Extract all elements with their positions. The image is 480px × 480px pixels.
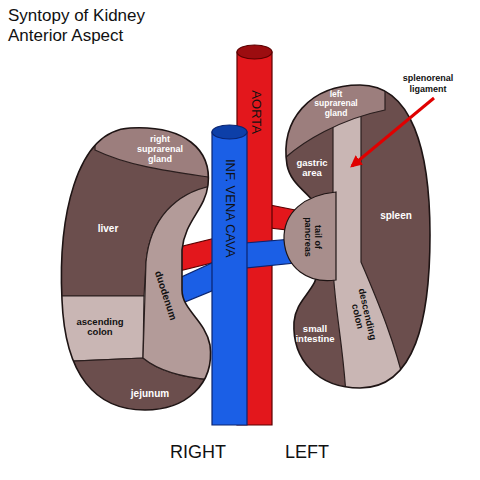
organ-region: duodenum bbox=[140, 180, 220, 385]
vessel-label: INF. VENA CAVA bbox=[223, 128, 237, 288]
organ-region: tail of pancreas bbox=[280, 190, 340, 285]
region-label: small intestine bbox=[289, 324, 341, 345]
region-label: liver bbox=[83, 223, 133, 234]
region-label: left suprarenal gland bbox=[308, 90, 364, 118]
diagram-title: Syntopy of Kidney Anterior Aspect bbox=[8, 6, 168, 47]
region-label: jejunum bbox=[120, 388, 180, 399]
region-label: ascending colon bbox=[65, 317, 135, 338]
region-fill bbox=[237, 52, 272, 425]
region-fill bbox=[143, 185, 215, 380]
region-label: right suprarenal gland bbox=[130, 135, 190, 165]
side-label: LEFT bbox=[267, 442, 347, 464]
organ-region: right suprarenal gland bbox=[60, 112, 220, 187]
region-fill bbox=[237, 45, 272, 59]
callout-label: splenorenal ligament bbox=[391, 73, 465, 95]
region-shape bbox=[328, 95, 413, 395]
organ-region: ascending colon bbox=[50, 290, 150, 365]
region-fill bbox=[275, 205, 346, 400]
region-fill bbox=[284, 192, 336, 281]
region-fill bbox=[175, 262, 214, 306]
region-fill bbox=[175, 232, 240, 272]
vessel-label: AORTA bbox=[249, 72, 263, 152]
organ-region: descending colon bbox=[328, 95, 413, 395]
region-fill bbox=[50, 296, 144, 362]
region-label: gastric area bbox=[289, 158, 335, 179]
region-fill bbox=[333, 100, 407, 395]
kidney-outline bbox=[61, 128, 210, 410]
side-label: RIGHT bbox=[158, 442, 238, 464]
region-shape bbox=[140, 180, 220, 385]
leader-arrow bbox=[352, 98, 434, 166]
region-label: tail of pancreas bbox=[302, 211, 322, 263]
region-label: spleen bbox=[366, 210, 426, 221]
kidney-outline bbox=[286, 85, 430, 388]
region-fill bbox=[212, 125, 247, 139]
region-fill bbox=[50, 358, 215, 420]
